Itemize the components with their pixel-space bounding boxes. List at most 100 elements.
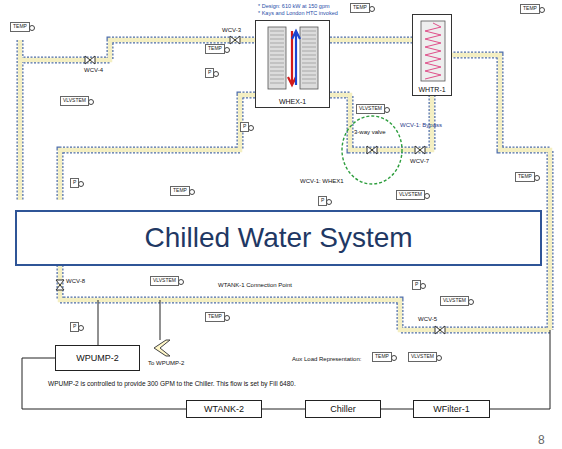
node-label: WHEX-1: [279, 98, 306, 105]
plate-line: [302, 75, 316, 76]
pump-line: [98, 300, 99, 345]
sensor-port: [539, 7, 545, 13]
annotation-label: 3-way valve: [354, 129, 386, 136]
sensor-box: P: [205, 68, 214, 78]
valve-symbol: [367, 146, 377, 154]
plate-line: [270, 71, 284, 72]
sensor-port: [248, 125, 254, 131]
heater-coil: [425, 23, 441, 79]
plate-line: [270, 31, 284, 32]
sensor-box: TEMP: [372, 352, 392, 362]
sensor-port: [78, 325, 84, 331]
plate-line: [302, 67, 316, 68]
flow-line: [381, 409, 413, 410]
plate-line: [302, 51, 316, 52]
plate-line: [270, 51, 284, 52]
sensor-port: [420, 283, 426, 289]
plate-line: [302, 63, 316, 64]
annotation-label: WCV-4: [84, 67, 103, 74]
node-label: VLVSTEM: [443, 298, 466, 304]
plate-line: [270, 79, 284, 80]
plate-line: [302, 59, 316, 60]
plate-line: [270, 55, 284, 56]
sensor-port: [224, 47, 230, 53]
sensor-box: P: [412, 280, 421, 290]
pipe-fill: [330, 38, 412, 43]
annotation-label: WCV-1: Bypass: [400, 122, 442, 129]
node-label: VLVSTEM: [411, 354, 434, 360]
plate-line: [302, 55, 316, 56]
pipe-border: [330, 37, 412, 44]
exchanger-drawing: [256, 21, 331, 109]
node-label: VLVSTEM: [153, 278, 176, 284]
sensor-box: TEMP: [170, 186, 190, 196]
pipe-border: [17, 40, 24, 200]
title-text: Chilled Water System: [144, 222, 412, 254]
plate-line: [270, 67, 284, 68]
annotation-label: * Kays and London HTC invoked: [258, 10, 338, 16]
annotation-label: WCV-3: [222, 27, 241, 34]
node-label: WHTR-1: [418, 86, 445, 93]
annotation-label: * Design: 610 kW at 150 gpm: [258, 3, 330, 9]
equipment-box: Chiller: [305, 400, 381, 418]
return-line: [490, 330, 550, 409]
node-label: VLVSTEM: [63, 98, 86, 104]
annotation-label: WTANK-1 Connection Point: [218, 282, 292, 289]
annotation-label: Aux Load Representation:: [292, 356, 361, 363]
sensor-port: [384, 107, 390, 113]
sensor-box: VLVSTEM: [150, 276, 179, 286]
plate-line: [270, 75, 284, 76]
sensor-box: P: [240, 122, 249, 132]
sensor-box: P: [70, 178, 79, 188]
heater-panel: [421, 21, 445, 81]
sensor-box: P: [70, 322, 79, 332]
sensor-box: P: [318, 196, 327, 206]
valve-symbol: [85, 56, 95, 64]
hot-flow-arrow: [288, 31, 296, 85]
highlight-ellipse: [342, 116, 402, 184]
sensor-box: VLVSTEM: [396, 190, 425, 200]
chevron-symbol: [154, 340, 170, 356]
plate-line: [302, 71, 316, 72]
node-label: TEMP: [518, 174, 532, 180]
node-label: Chiller: [330, 404, 356, 414]
node-label: WTANK-2: [204, 404, 244, 414]
valve-symbol: [415, 146, 425, 154]
annotation-label: To WPUMP-2: [148, 360, 184, 367]
sensor-box: VLVSTEM: [60, 96, 89, 106]
sensor-port: [424, 193, 430, 199]
node-label: TEMP: [208, 314, 222, 320]
annotation-label: WCV-8: [66, 278, 85, 285]
plate-line: [302, 79, 316, 80]
pipe-fill: [18, 40, 23, 200]
plate-line: [270, 63, 284, 64]
sensor-port: [369, 6, 375, 12]
annotation-label: 8: [538, 434, 545, 447]
sensor-box: TEMP: [205, 44, 225, 54]
node-label: TEMP: [375, 354, 389, 360]
plate-stack: [300, 27, 318, 89]
sensor-port: [29, 25, 35, 31]
valve-symbol: [230, 36, 240, 44]
flow-line: [262, 409, 305, 410]
node-label: P: [208, 70, 211, 76]
heat-exchanger: WHEX-1: [255, 20, 330, 108]
annotation-label: WCV-1: WHEX1: [300, 178, 344, 185]
node-label: P: [73, 180, 76, 186]
pipe-border: [60, 265, 550, 330]
annotation-label: WCV-7: [410, 158, 429, 165]
plate-stack: [268, 27, 286, 89]
sensor-port: [213, 71, 219, 77]
pipe-border: [450, 55, 550, 330]
cold-flow-arrow: [292, 31, 300, 85]
plate-line: [302, 35, 316, 36]
sensor-port: [326, 199, 332, 205]
node-label: WFilter-1: [433, 404, 470, 414]
pump-return-line: [160, 300, 161, 340]
node-label: P: [73, 324, 76, 330]
sensor-port: [178, 279, 184, 285]
node-label: VLVSTEM: [399, 192, 422, 198]
plate-line: [270, 39, 284, 40]
sensor-port: [436, 355, 442, 361]
sensor-port: [78, 181, 84, 187]
